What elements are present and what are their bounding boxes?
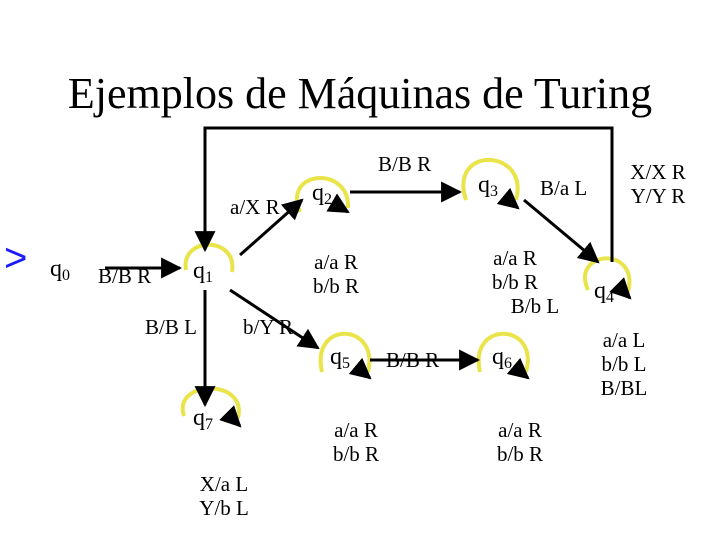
edge-q1-q2 [239, 198, 304, 257]
state-q1: q1 [193, 258, 213, 286]
page-title: Ejemplos de Máquinas de Turing [67, 69, 653, 118]
edge-q3-q4 [523, 198, 600, 264]
loop-head-q3 [496, 187, 520, 210]
label-q1-q5: b/Y R [243, 315, 293, 339]
label-q4-loop-line2: b/b L [601, 352, 647, 376]
label-q7-loop-line2: Y/b L [199, 496, 249, 520]
label-q2-loop-line1: a/a R [314, 250, 358, 274]
label-q3-q4: B/a L [540, 176, 588, 200]
label-q0-q1: B/B R [98, 264, 152, 288]
loop-head-q7 [219, 405, 242, 428]
label-q2-loop-line2: b/b R [312, 274, 360, 298]
state-q2: q2 [312, 180, 332, 208]
label-q7-loop: X/a L Y/b L [186, 472, 262, 520]
loop-q3 [461, 157, 520, 201]
state-q5: q5 [330, 344, 350, 372]
label-q4-loop-line1: a/a L [602, 328, 646, 352]
loop-head-q4 [609, 277, 632, 300]
label-q3-loop: a/a R b/b R B/b L [470, 246, 560, 318]
label-q4-loop-line3: B/BL [600, 376, 648, 400]
label-q2-loop: a/a R b/b R [296, 250, 376, 298]
loop-head-q5 [348, 357, 372, 380]
label-q1-q7: B/B L [145, 315, 197, 339]
label-q4-q1: X/X R Y/Y R [618, 160, 698, 208]
state-q6: q6 [492, 344, 512, 372]
label-q4-loop: a/a L b/b L B/BL [586, 328, 662, 400]
loop-q5 [318, 331, 372, 373]
label-q6-loop: a/a R b/b R [482, 418, 558, 466]
label-q5-q6: B/B R [386, 348, 440, 372]
label-q5-loop-line1: a/a R [334, 418, 378, 442]
label-q3-loop-line2: b/b R [491, 270, 539, 294]
label-q4-q1-line1: X/X R [630, 160, 686, 184]
state-q4: q4 [594, 278, 614, 306]
start-marker-icon: > [4, 236, 28, 280]
edge-q4-q1 [194, 126, 614, 262]
label-q3-loop-line3: B/b L [510, 294, 560, 318]
label-q2-q3: B/B R [378, 152, 432, 176]
label-q6-loop-line1: a/a R [498, 418, 542, 442]
label-q5-loop: a/a R b/b R [318, 418, 394, 466]
label-q4-q1-line2: Y/Y R [630, 184, 686, 208]
label-q7-loop-line1: X/a L [199, 472, 249, 496]
label-q5-loop-line2: b/b R [332, 442, 380, 466]
loop-head-q6 [506, 357, 530, 380]
label-q1-q2: a/X R [230, 195, 280, 219]
loop-head-q2 [326, 193, 350, 214]
state-q0: q0 [50, 256, 70, 284]
state-q3: q3 [478, 172, 498, 200]
label-q6-loop-line2: b/b R [496, 442, 544, 466]
label-q3-loop-line1: a/a R [493, 246, 537, 270]
state-q7: q7 [193, 405, 213, 433]
edge-q1-q5 [229, 288, 320, 350]
